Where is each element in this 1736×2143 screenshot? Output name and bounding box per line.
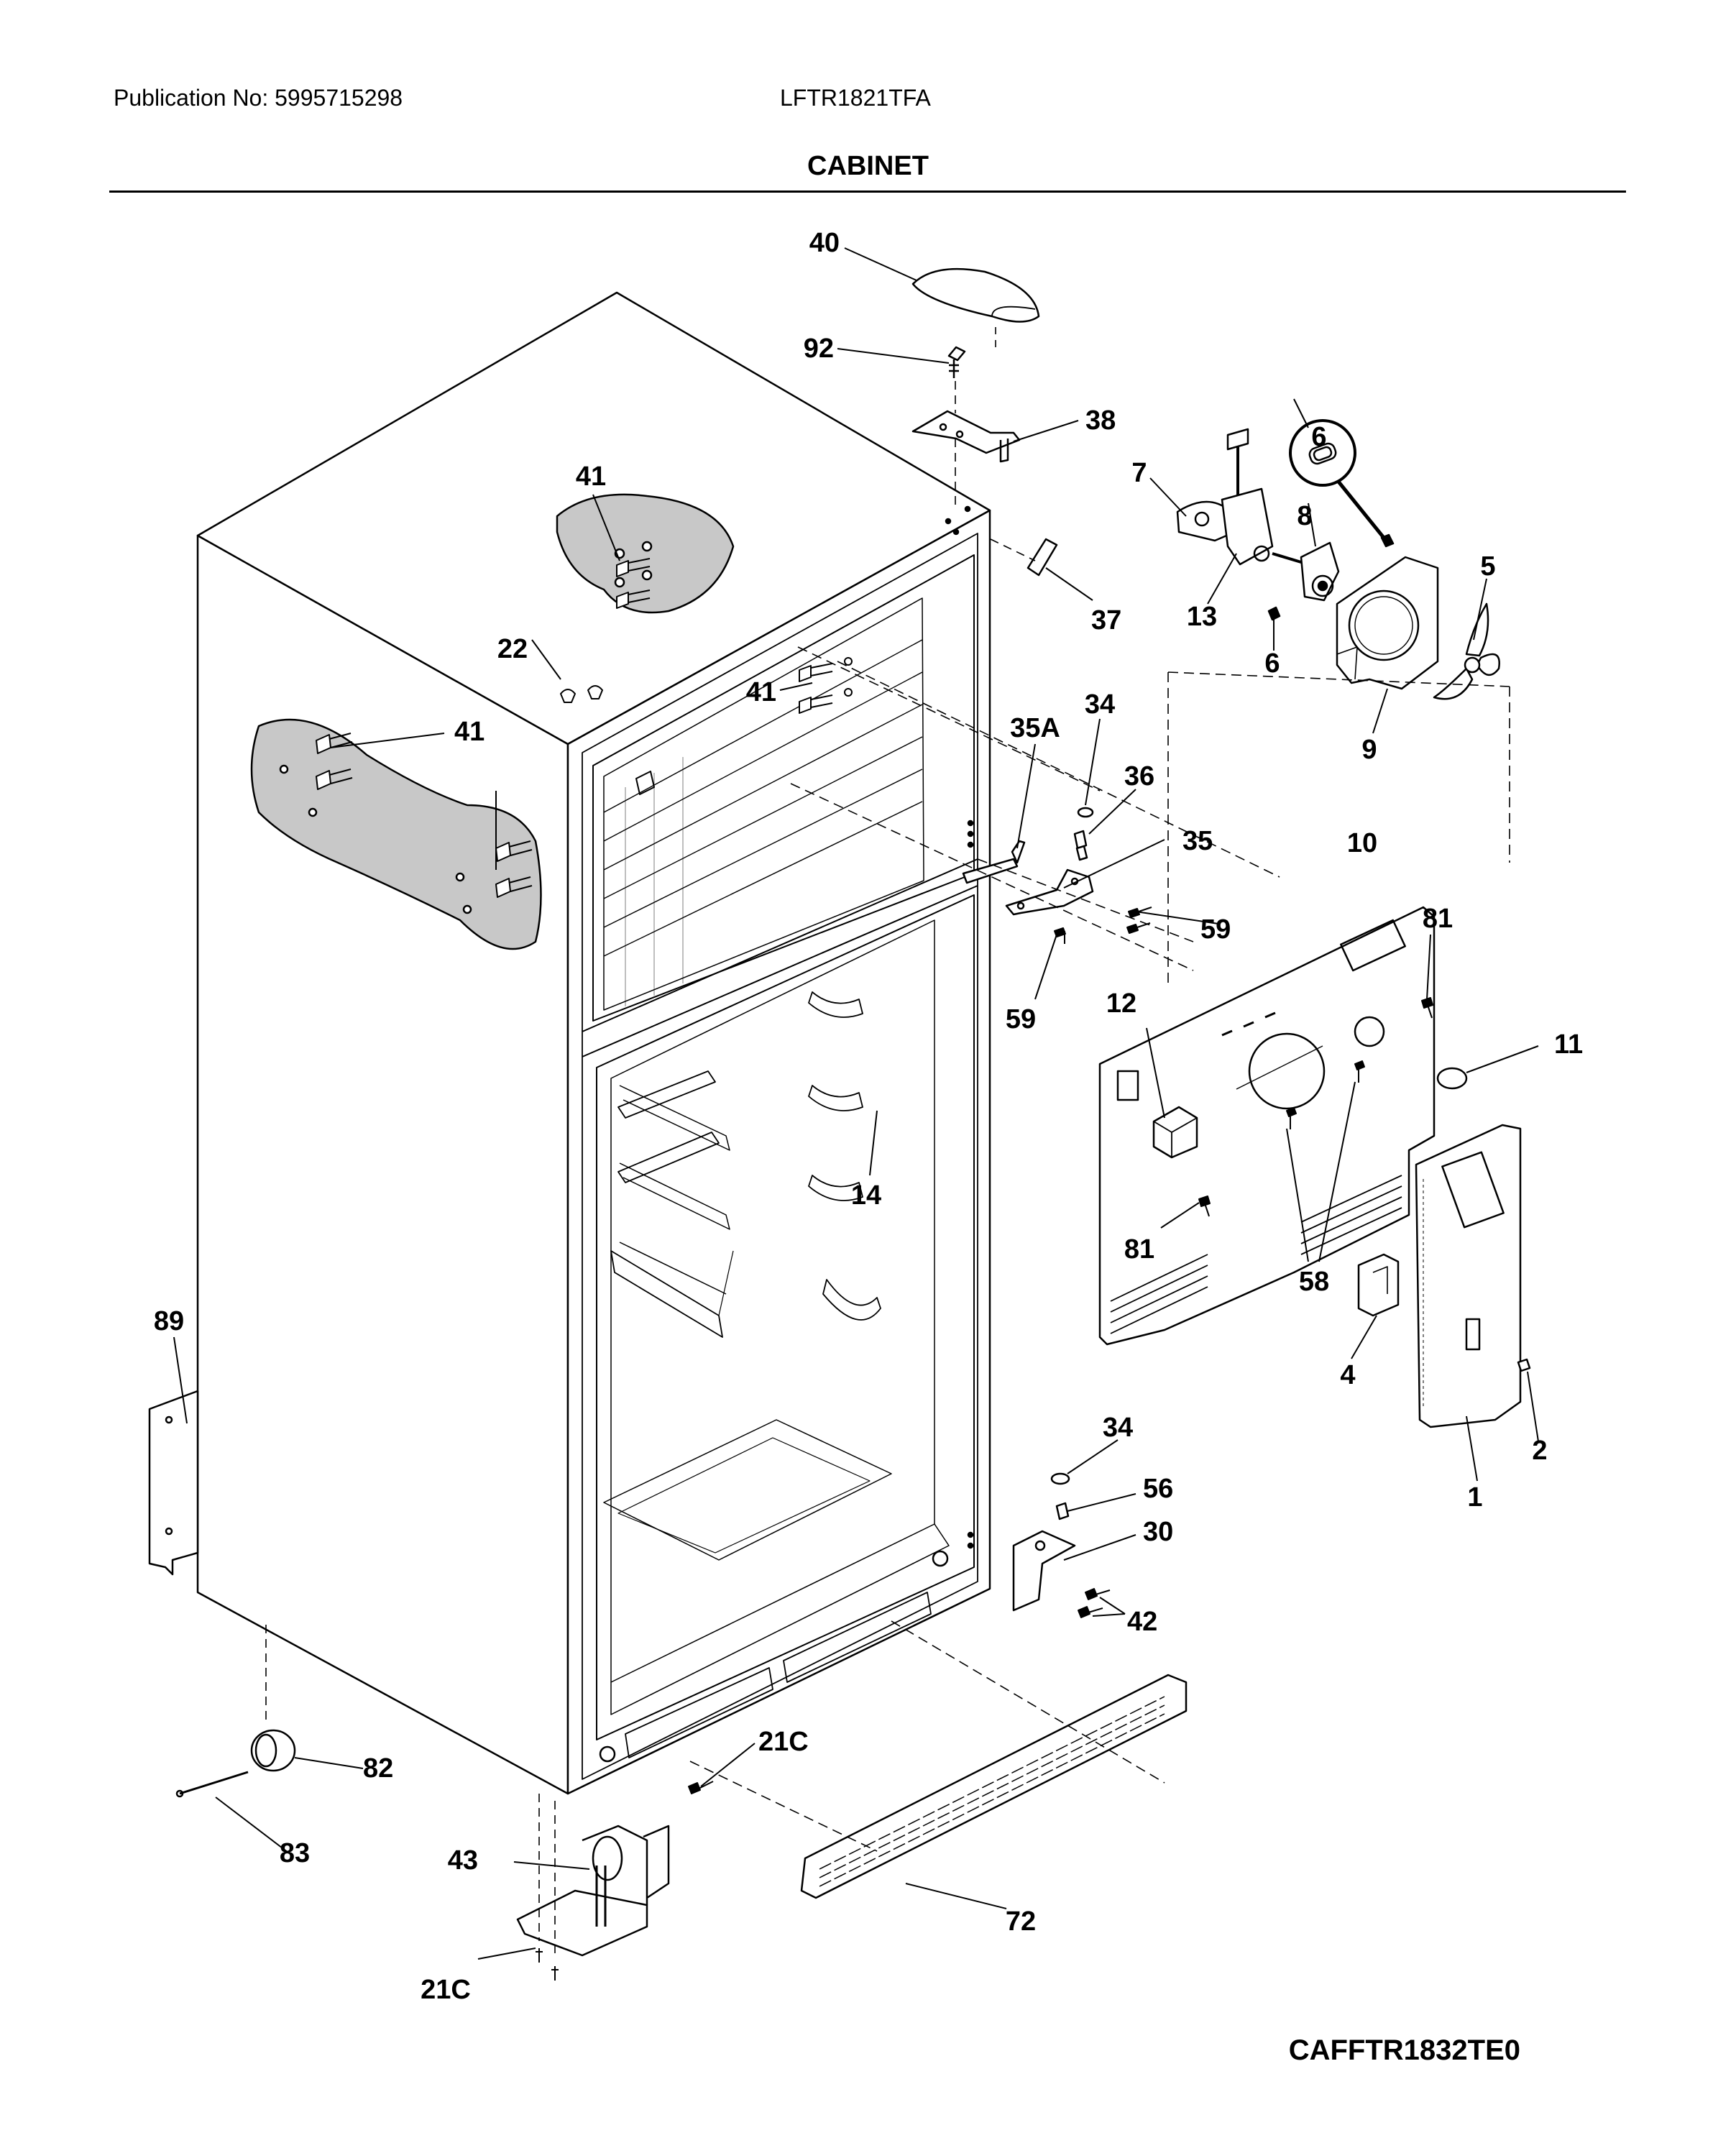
damper-12	[1152, 1106, 1198, 1159]
callout-22: 22	[497, 634, 528, 664]
callout-36: 36	[1124, 761, 1154, 791]
grommet-6-detail	[1289, 419, 1395, 548]
callout-42: 42	[1127, 1607, 1157, 1637]
roller-82	[250, 1729, 296, 1772]
callout-35A: 35A	[1010, 713, 1060, 743]
insulation-pad-top	[556, 493, 735, 614]
fan-motor-13	[1221, 428, 1274, 566]
callout-5: 5	[1480, 551, 1495, 582]
bottom-hinge-30	[1012, 1530, 1076, 1612]
section-title: CABINET	[807, 151, 929, 181]
callout-10: 10	[1347, 828, 1377, 858]
control-housing-1	[1415, 1124, 1522, 1428]
callout-14: 14	[851, 1180, 881, 1211]
callout-72: 72	[1006, 1906, 1036, 1937]
fan-shroud-9	[1336, 556, 1439, 690]
callout-34b: 34	[1103, 1413, 1133, 1443]
callout-34: 34	[1085, 689, 1115, 720]
top-hinge-38	[911, 410, 1021, 463]
callout-11: 11	[1554, 1029, 1583, 1060]
callout-81: 81	[1423, 904, 1453, 934]
callout-92: 92	[804, 334, 834, 364]
callout-58: 58	[1299, 1267, 1329, 1297]
callout-40: 40	[809, 228, 840, 258]
stop-35A	[962, 840, 1026, 884]
callout-21C: 21C	[758, 1727, 809, 1757]
toe-grille-72	[800, 1674, 1188, 1899]
center-hinge-35	[1005, 868, 1094, 916]
screw-58	[1286, 1060, 1365, 1129]
callout-6b: 6	[1264, 648, 1280, 679]
diagram-code: CAFFTR1832TE0	[1288, 2034, 1520, 2066]
screw-21C	[536, 1781, 714, 1981]
callout-4: 4	[1340, 1360, 1355, 1390]
header-divider	[109, 191, 1626, 193]
leveling-bracket-43	[516, 1825, 670, 1957]
plug-11	[1436, 1067, 1468, 1090]
side-panel-89	[148, 1390, 199, 1576]
callout-83: 83	[280, 1838, 310, 1868]
leader-lines	[173, 247, 1539, 1960]
model-number: LFTR1821TFA	[780, 85, 931, 111]
plug-22	[560, 657, 853, 703]
callout-41: 41	[576, 462, 606, 492]
callout-21Cb: 21C	[421, 1975, 471, 2005]
fan-blade-5	[1433, 602, 1500, 700]
screw-81	[1198, 997, 1433, 1217]
callout-81b: 81	[1124, 1234, 1154, 1265]
washer-34-top	[1077, 807, 1094, 818]
callout-43: 43	[448, 1845, 478, 1876]
pin-36	[1073, 830, 1088, 861]
callout-35: 35	[1182, 826, 1213, 856]
callout-59: 59	[1200, 914, 1231, 945]
axle-83	[175, 1771, 249, 1798]
bulb-2	[1517, 1358, 1531, 1372]
screw-42	[1078, 1588, 1111, 1618]
callout-30: 30	[1143, 1517, 1173, 1547]
fan-blade-hub-8	[1272, 541, 1340, 602]
callout-37: 37	[1091, 605, 1121, 635]
callout-89: 89	[154, 1306, 184, 1336]
callout-56: 56	[1143, 1474, 1173, 1504]
callout-9: 9	[1361, 735, 1377, 765]
evaporator-cover-10	[1098, 906, 1436, 1346]
screw-41-group	[316, 558, 833, 898]
callout-7: 7	[1131, 458, 1147, 488]
callout-82: 82	[363, 1753, 393, 1784]
callout-12: 12	[1106, 988, 1136, 1019]
callout-8: 8	[1297, 501, 1312, 531]
callout-38: 38	[1085, 405, 1116, 436]
callout-59b: 59	[1006, 1004, 1036, 1034]
callout-41b: 41	[746, 677, 776, 707]
callout-2: 2	[1532, 1436, 1547, 1466]
publication-number: Publication No: 5995715298	[114, 85, 403, 111]
screw-92	[947, 346, 966, 378]
bushing-56	[1055, 1502, 1070, 1520]
light-shield-4	[1357, 1253, 1400, 1317]
callout-41c: 41	[454, 717, 484, 747]
part-37	[1027, 538, 1058, 577]
washer-34-bottom	[1050, 1472, 1070, 1485]
callout-labels: 40 92 38 41 7 6 8 5 37 13 6 22 41 9 41 3…	[154, 228, 1583, 2005]
callout-13: 13	[1187, 602, 1217, 632]
callout-6: 6	[1311, 422, 1326, 452]
hinge-cover-40	[911, 267, 1040, 323]
callout-1: 1	[1467, 1482, 1482, 1513]
grommet-6	[1267, 606, 1281, 621]
